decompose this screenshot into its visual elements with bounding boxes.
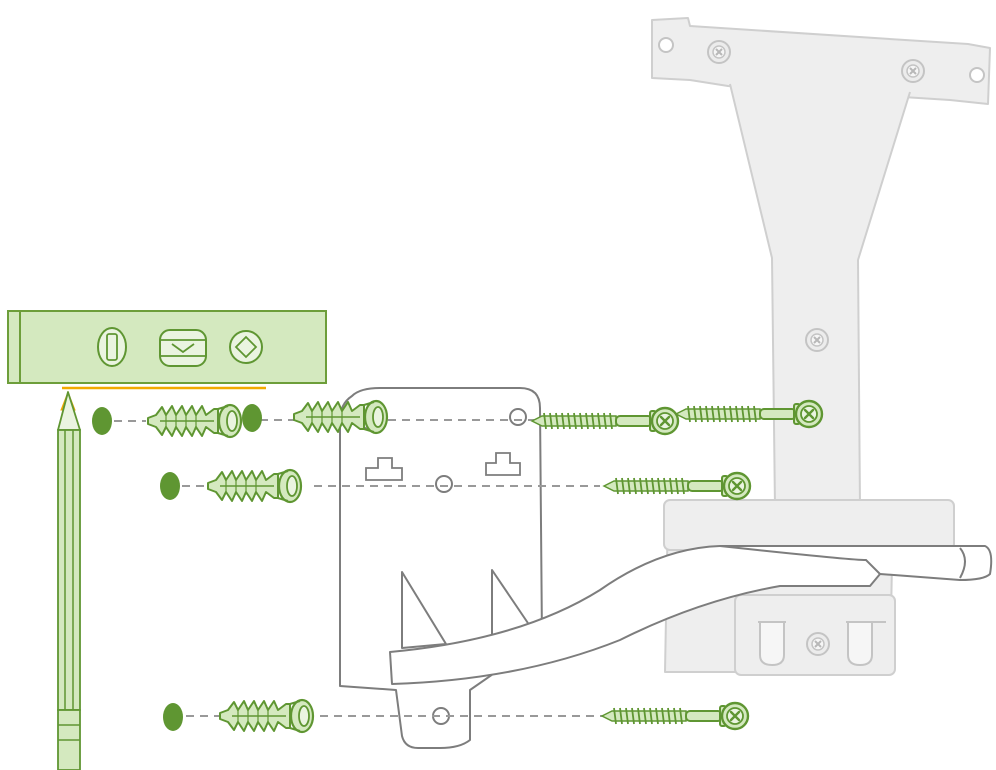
spirit-level-icon xyxy=(7,310,327,384)
speaker-mount-plate-icon xyxy=(651,17,991,676)
wall-bracket-icon xyxy=(339,387,993,749)
drill-hole-mark-icon xyxy=(92,404,262,731)
pencil-icon xyxy=(57,390,81,770)
